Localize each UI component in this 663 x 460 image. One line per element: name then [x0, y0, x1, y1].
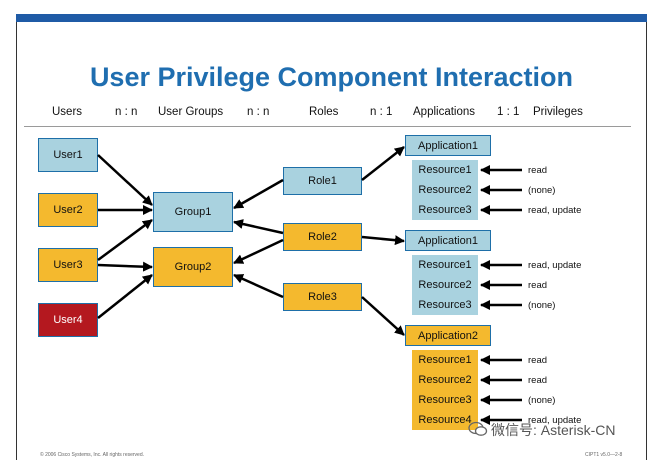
- header-applications: Applications: [413, 106, 476, 118]
- arrow-role3-app2: [361, 296, 405, 336]
- header-rel-users-groups: n : n: [115, 106, 138, 118]
- arrow-user3-group1: [97, 218, 153, 262]
- role3-box: Role3: [283, 283, 362, 311]
- user3-box: User3: [38, 248, 98, 282]
- arrow-role2-app1: [361, 235, 405, 246]
- arrow-user4-group2: [97, 274, 153, 319]
- header-users: Users: [52, 106, 83, 118]
- user1-box: User1: [38, 138, 98, 172]
- watermark-text: 微信号: Asterisk-CN: [491, 422, 616, 438]
- page-title: User Privilege Component Interaction: [89, 62, 574, 92]
- privilege-app1b-r2: read: [528, 280, 548, 291]
- resource-app1b-2: Resource2: [412, 275, 478, 295]
- resource-app1-1: Resource1: [412, 160, 478, 180]
- arrow-role2-group1: [233, 219, 284, 235]
- privilege-app2-r4: read, update: [528, 415, 582, 426]
- user4-box: User4: [38, 303, 98, 337]
- role1-box: Role1: [283, 167, 362, 195]
- resource-app1-3: Resource3: [412, 200, 478, 220]
- application1-second-box: Application1: [405, 230, 491, 251]
- header-rel-roles-apps: n : 1: [370, 106, 393, 118]
- group1-box: Group1: [153, 192, 233, 232]
- header-rel-apps-privileges: 1 : 1: [497, 106, 520, 118]
- resource-app1b-1: Resource1: [412, 255, 478, 275]
- header-divider: [24, 126, 631, 127]
- privilege-app2-r3: (none): [528, 395, 556, 406]
- arrow-role1-group1: [233, 178, 284, 210]
- header-roles: Roles: [309, 106, 339, 118]
- resource-app2-4: Resource4: [412, 410, 478, 430]
- privilege-app1-r1: read: [528, 165, 548, 176]
- group2-box: Group2: [153, 247, 233, 287]
- privilege-app1b-r1: read, update: [528, 260, 582, 271]
- arrow-role1-app1: [361, 146, 405, 181]
- privilege-app1b-r3: (none): [528, 300, 556, 311]
- user2-box: User2: [38, 193, 98, 227]
- privilege-app2-r2: read: [528, 375, 548, 386]
- arrow-role2-group2: [233, 238, 284, 265]
- footer-course-code: CIPT1 v5.0—2-8: [585, 452, 623, 458]
- wechat-icon: [468, 421, 488, 440]
- resource-app1b-3: Resource3: [412, 295, 478, 315]
- arrow-user3-group2: [97, 261, 153, 272]
- header-privileges: Privileges: [533, 106, 583, 118]
- arrow-user1-group1: [97, 154, 153, 206]
- role2-box: Role2: [283, 223, 362, 251]
- resource-app1-2: Resource2: [412, 180, 478, 200]
- header-rel-groups-roles: n : n: [247, 106, 270, 118]
- application1-box: Application1: [405, 135, 491, 156]
- arrow-role3-group2: [233, 273, 284, 299]
- left-border: [16, 22, 17, 460]
- resource-app2-2: Resource2: [412, 370, 478, 390]
- resource-app2-1: Resource1: [412, 350, 478, 370]
- right-border: [646, 22, 647, 460]
- top-bar: [16, 14, 647, 22]
- application2-box: Application2: [405, 325, 491, 346]
- privilege-app1-r2: (none): [528, 185, 556, 196]
- privilege-app1-r3: read, update: [528, 205, 582, 216]
- watermark: 微信号: Asterisk-CN: [468, 420, 615, 440]
- resource-app2-3: Resource3: [412, 390, 478, 410]
- privilege-app2-r1: read: [528, 355, 548, 366]
- footer-copyright: © 2006 Cisco Systems, Inc. All rights re…: [40, 452, 145, 458]
- header-user-groups: User Groups: [158, 106, 224, 118]
